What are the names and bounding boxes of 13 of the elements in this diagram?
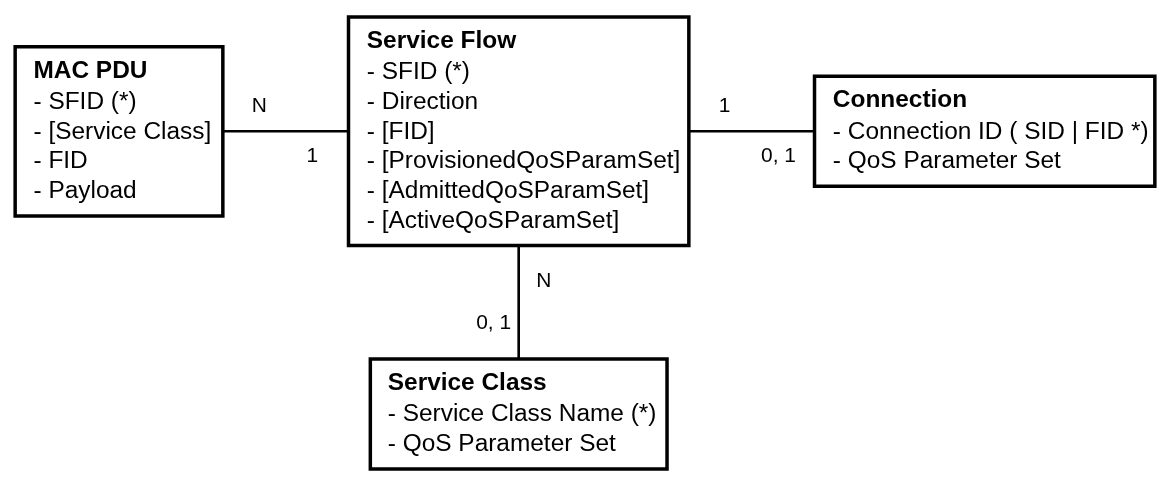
label: N [536, 267, 552, 291]
connector [223, 129, 349, 133]
label: 0, 1 [761, 142, 796, 166]
connector [688, 129, 815, 133]
label: 1 [306, 142, 319, 166]
node-box: Connection - Connection ID ( SID | FID *) - QoS Parameter Set [812, 74, 1157, 188]
connector [517, 245, 520, 359]
label: 0, 1 [476, 309, 512, 333]
node-box: MAC PDU - SFID (*) - [Service Class] - FID - Payload [13, 44, 225, 218]
node-box: Service Flow - SFID (*) - Direction - [FID] - [ProvisionedQoSParamSet] - [AdmittedQoSParamSet] - [ActiveQoSParamSet] [346, 14, 691, 247]
label: 1 [718, 92, 731, 116]
node-box: Service Class - Service Class Name (*) - QoS Parameter Set [368, 356, 669, 471]
label: N [251, 92, 267, 116]
